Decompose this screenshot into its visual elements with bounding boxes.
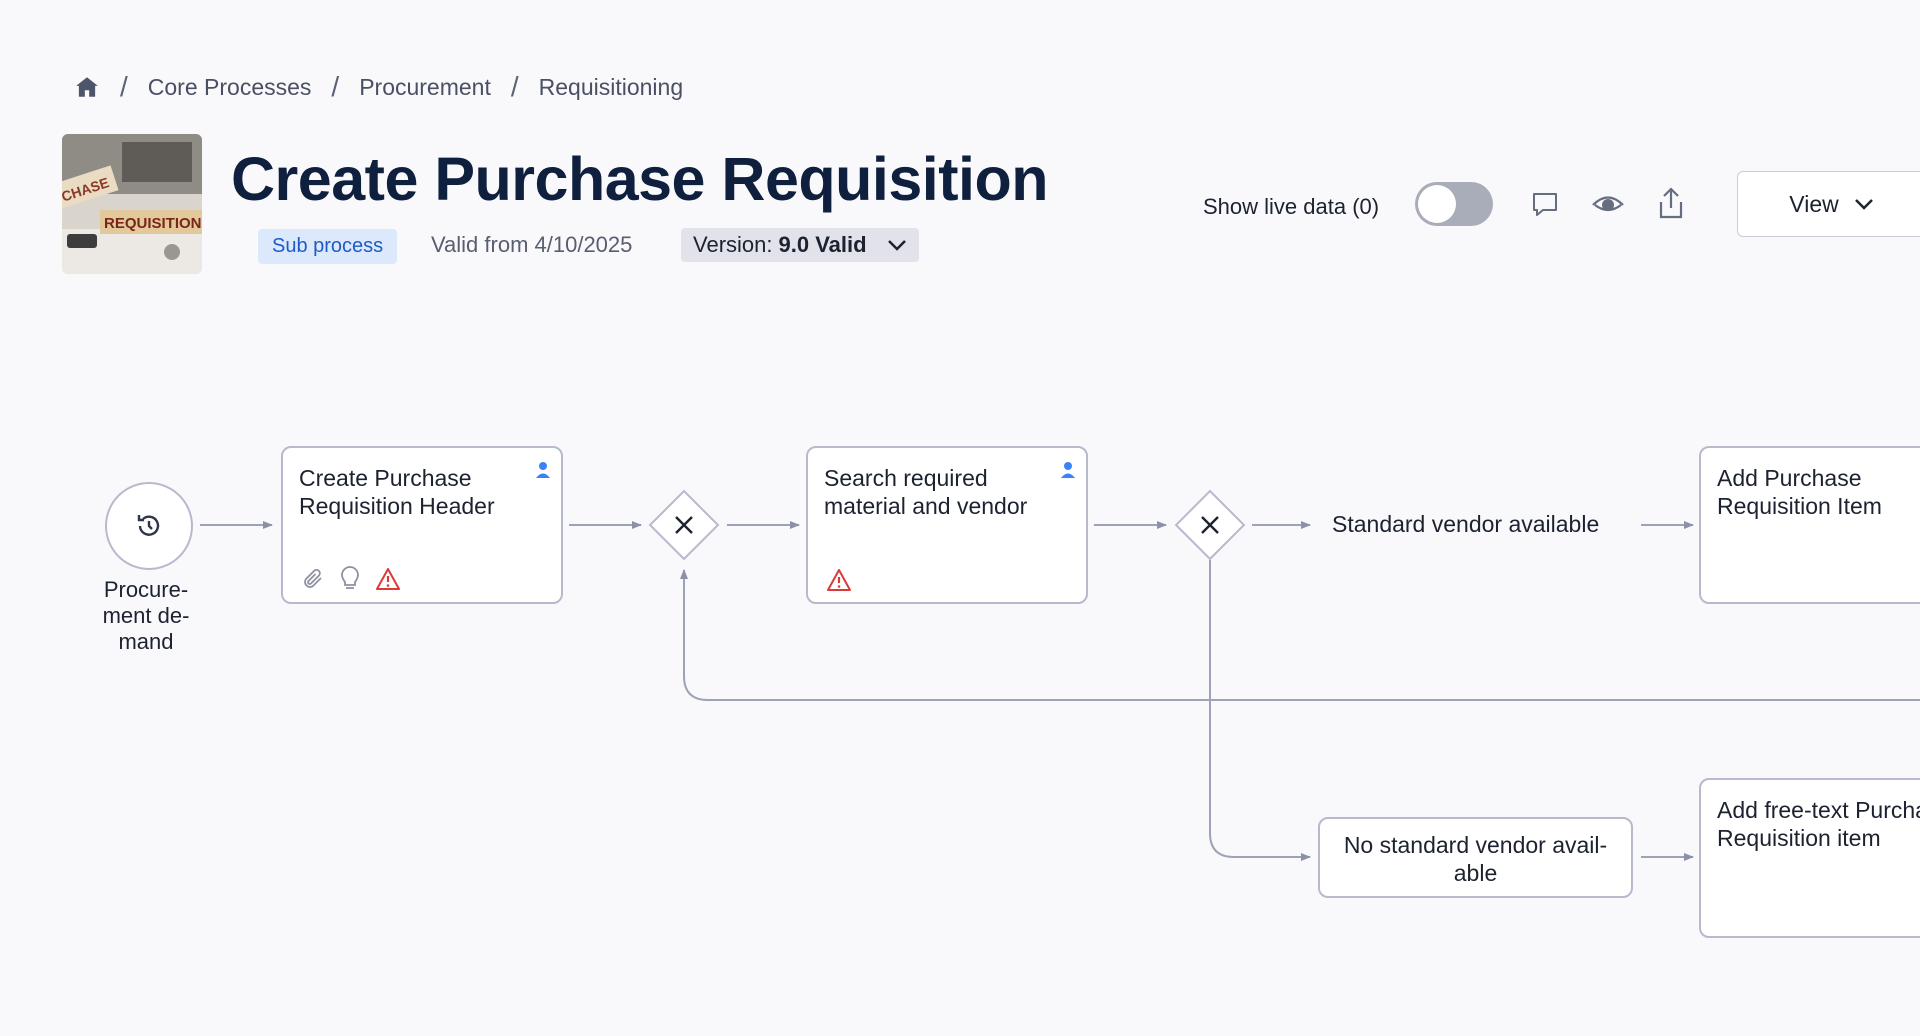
warning-icon[interactable] <box>375 567 401 591</box>
breadcrumb: / Core Processes / Procurement / Requisi… <box>74 70 683 104</box>
history-icon <box>133 510 165 542</box>
share-icon[interactable] <box>1655 186 1687 219</box>
comment-icon[interactable] <box>1529 188 1561 220</box>
subprocess-badge: Sub process <box>258 229 398 264</box>
task-label: Add Purchase Requisition Item <box>1717 465 1882 519</box>
home-icon[interactable] <box>74 74 100 100</box>
task-label: No standard vendor avail- able <box>1343 832 1608 886</box>
view-button-label: View <box>1789 190 1839 217</box>
start-event[interactable] <box>105 482 193 570</box>
breadcrumb-separator: / <box>120 71 128 102</box>
lightbulb-icon[interactable] <box>339 566 361 592</box>
chevron-down-icon <box>887 238 907 252</box>
process-thumbnail: CHASE REQUISITION <box>62 134 202 274</box>
paperclip-icon[interactable] <box>301 567 325 591</box>
task-label: Create Purchase Requisition Header <box>299 465 495 519</box>
task-icons <box>826 568 852 592</box>
breadcrumb-separator: / <box>331 71 340 102</box>
task-add-free-text-item[interactable]: Add free-text Purchase Requisition item <box>1699 778 1920 938</box>
user-icon <box>1060 457 1076 478</box>
breadcrumb-separator: / <box>510 71 519 102</box>
flow-label-standard-vendor[interactable]: Standard vendor available <box>1332 511 1600 537</box>
flow-gateway2-to-no-vendor <box>1209 560 1311 861</box>
task-search-material-vendor[interactable]: Search required material and vendor <box>806 446 1088 604</box>
user-icon <box>535 457 551 478</box>
version-prefix: Version: <box>693 232 773 257</box>
task-icons <box>301 566 401 592</box>
show-live-data-label: Show live data (0) <box>1203 194 1380 219</box>
task-no-standard-vendor[interactable]: No standard vendor avail- able <box>1318 817 1633 898</box>
close-x-icon <box>672 513 696 537</box>
eye-icon[interactable] <box>1591 188 1624 220</box>
breadcrumb-item-core-processes[interactable]: Core Processes <box>147 73 312 100</box>
view-button[interactable]: View <box>1737 171 1920 237</box>
task-label: Add free-text Purchase Requisition item <box>1717 797 1920 851</box>
breadcrumb-item-procurement[interactable]: Procurement <box>359 73 491 100</box>
warning-icon[interactable] <box>826 568 852 592</box>
toggle-knob <box>1418 185 1456 223</box>
version-value: 9.0 Valid <box>778 232 867 257</box>
valid-from-text: Valid from 4/10/2025 <box>431 232 633 257</box>
show-live-data-toggle[interactable] <box>1415 182 1493 226</box>
task-create-header[interactable]: Create Purchase Requisition Header <box>281 446 563 604</box>
version-select[interactable]: Version: 9.0 Valid <box>681 228 919 262</box>
task-add-purchase-requisition-item[interactable]: Add Purchase Requisition Item <box>1699 446 1920 604</box>
breadcrumb-item-requisitioning[interactable]: Requisitioning <box>538 73 684 100</box>
close-x-icon <box>1198 513 1222 537</box>
task-label: Search required material and vendor <box>824 465 1028 519</box>
chevron-down-icon <box>1853 197 1875 211</box>
thumbnail-text-requisition: REQUISITION <box>104 215 202 232</box>
start-event-label: Procure- ment de- mand <box>102 577 190 654</box>
page-title: Create Purchase Requisition <box>231 145 1049 213</box>
flow-loop-back <box>680 569 1920 701</box>
